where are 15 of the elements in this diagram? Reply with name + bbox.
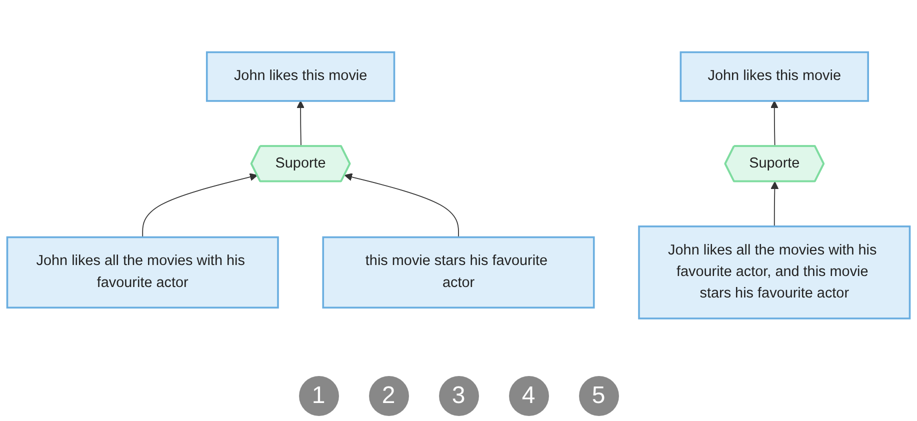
callout-number: 2 [368, 376, 408, 416]
callout-number: 1 [298, 376, 338, 416]
node-box: John likes this movie [206, 51, 396, 102]
arrow [770, 182, 779, 228]
node-box: this movie stars his favourite actor [322, 236, 595, 309]
arrow [344, 173, 459, 238]
node-box: John likes this movie [680, 51, 869, 102]
node-box: John likes all the movies with his favourite actor [6, 236, 279, 309]
node-box: John likes all the movies with his favourite actor, and this movie stars his favourite actor [638, 226, 911, 320]
callout-number: 5 [578, 376, 618, 416]
arrow [142, 173, 258, 238]
callout-number: 3 [438, 376, 478, 416]
arrow [296, 100, 305, 148]
arrow [770, 100, 778, 148]
callout-number: 4 [508, 376, 548, 416]
